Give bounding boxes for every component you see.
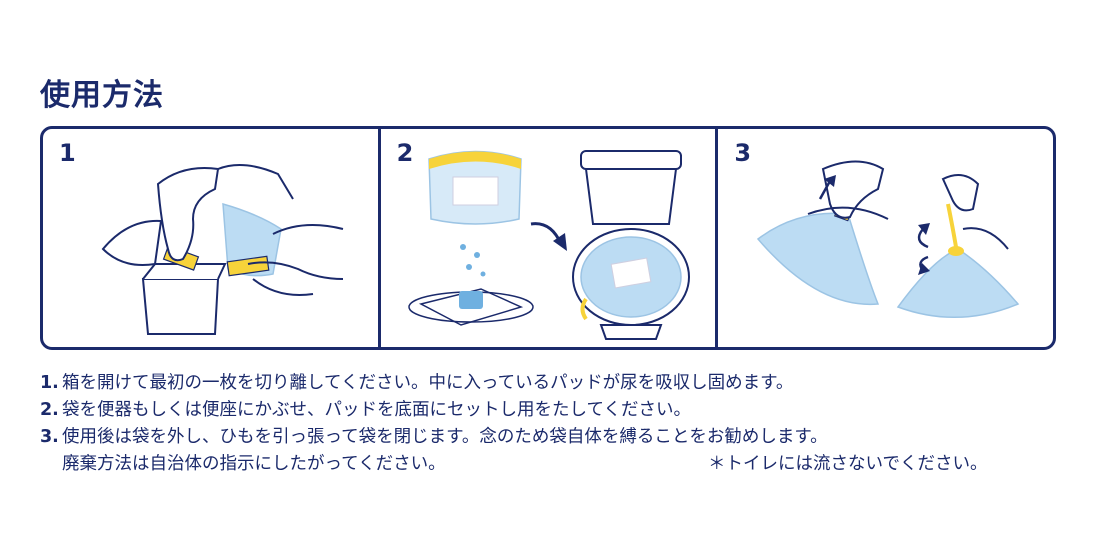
step-number-1: 1 [59, 139, 76, 167]
instruction-1: 1.箱を開けて最初の一枚を切り離してください。中に入っているパッドが尿を吸収し固… [40, 370, 1060, 397]
disposal-text: 廃棄方法は自治体の指示にしたがってください。 [62, 454, 446, 474]
step-number-2: 2 [396, 139, 414, 167]
instruction-text: 使用後は袋を外し、ひもを引っ張って袋を閉じます。念のため袋自体を縛ることをお勧め… [62, 427, 828, 447]
step-3-illustration [757, 160, 1020, 318]
step-panel-2: 2 [377, 129, 716, 347]
instructions: 1.箱を開けて最初の一枚を切り離してください。中に入っているパッドが尿を吸収し固… [40, 370, 1060, 478]
step-2-illustration [407, 150, 690, 340]
instruction-3: 3.使用後は袋を外し、ひもを引っ張って袋を閉じます。念のため袋自体を縛ることをお… [40, 424, 1060, 451]
instruction-3-continuation: 廃棄方法は自治体の指示にしたがってください。 ＊トイレには流さないでください。 [40, 451, 1060, 478]
instruction-number: 3. [40, 427, 59, 447]
no-flush-note: ＊トイレには流さないでください。 [708, 454, 988, 474]
step-number-3: 3 [734, 139, 752, 167]
step-panel-1: 1 [43, 129, 378, 347]
instruction-2: 2.袋を便器もしくは便座にかぶせ、パッドを底面にセットし用をたしてください。 [40, 397, 1060, 424]
step-1-illustration [101, 164, 344, 335]
step-panel-3: 3 [715, 129, 1053, 347]
page-title: 使用方法 [40, 78, 164, 113]
steps-frame: 1 2 [40, 126, 1056, 350]
instruction-number: 1. [40, 373, 59, 393]
instruction-text: 袋を便器もしくは便座にかぶせ、パッドを底面にセットし用をたしてください。 [62, 400, 691, 420]
instruction-text: 箱を開けて最初の一枚を切り離してください。中に入っているパッドが尿を吸収し固めま… [62, 373, 794, 393]
instruction-number: 2. [40, 400, 59, 420]
